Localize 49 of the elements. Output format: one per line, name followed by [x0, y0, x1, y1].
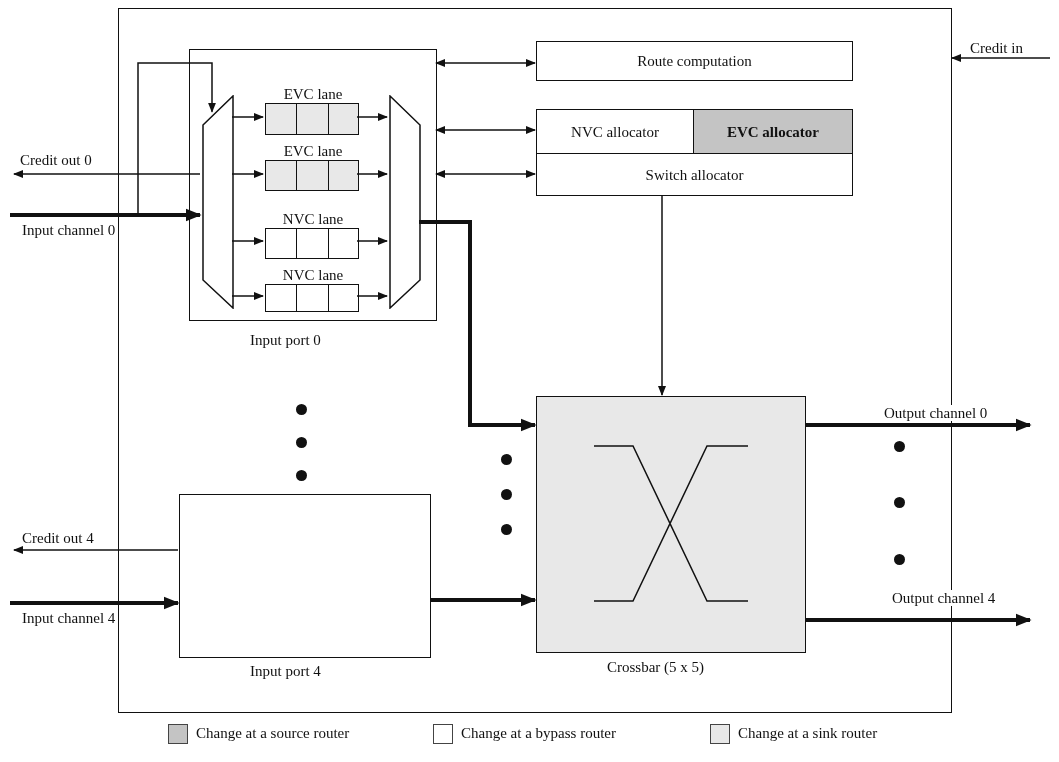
arrow	[419, 220, 537, 432]
arrow	[951, 54, 1051, 62]
module-label: Switch allocator	[645, 166, 744, 183]
edge-label: Credit out 0	[18, 152, 94, 168]
arrow	[10, 596, 180, 610]
edge-label: Credit out 4	[20, 530, 96, 546]
node-label: Input port 0	[250, 332, 321, 348]
arrow	[137, 62, 216, 216]
node-label: Crossbar (5 x 5)	[607, 659, 705, 675]
edge-label: Output channel 0	[882, 405, 990, 421]
arrow	[356, 170, 388, 178]
module-label: EVC allocator	[726, 123, 820, 140]
multiplexer-symbol	[389, 95, 421, 309]
arrow	[805, 613, 1032, 627]
edge-label: Output channel 4	[890, 590, 998, 606]
arrow	[805, 418, 1032, 432]
lane-label: NVC lane	[281, 211, 345, 227]
legend-label: Change at a source router	[196, 725, 350, 741]
arrow	[13, 170, 201, 178]
lane-label: EVC lane	[282, 86, 344, 102]
module-box	[536, 153, 853, 196]
edge-label: Credit in	[968, 40, 1025, 56]
legend-label: Change at a bypass router	[461, 725, 616, 741]
arrow	[10, 208, 202, 222]
arrow	[435, 126, 536, 134]
arrow	[231, 237, 264, 245]
legend-label: Change at a sink router	[738, 725, 878, 741]
arrow	[231, 170, 264, 178]
demultiplexer-symbol	[202, 95, 234, 309]
edge-label: Input channel 4	[20, 610, 118, 626]
arrow	[658, 194, 666, 396]
module-box	[536, 41, 853, 81]
lane-label: EVC lane	[282, 143, 344, 159]
module-box	[693, 109, 853, 154]
node-label: Input port 4	[250, 663, 321, 679]
module-box	[536, 109, 694, 154]
module-label: NVC allocator	[571, 123, 659, 140]
arrow	[356, 292, 388, 300]
arrow	[356, 237, 388, 245]
arrow	[13, 546, 179, 554]
module-label: Route computation	[637, 53, 752, 69]
arrow	[430, 593, 537, 607]
arrow	[231, 292, 264, 300]
arrow	[435, 170, 536, 178]
edge-label: Input channel 0	[20, 222, 118, 238]
arrow	[231, 113, 264, 121]
arrow	[435, 59, 536, 67]
arrow	[356, 113, 388, 121]
lane-label: NVC lane	[281, 267, 345, 283]
